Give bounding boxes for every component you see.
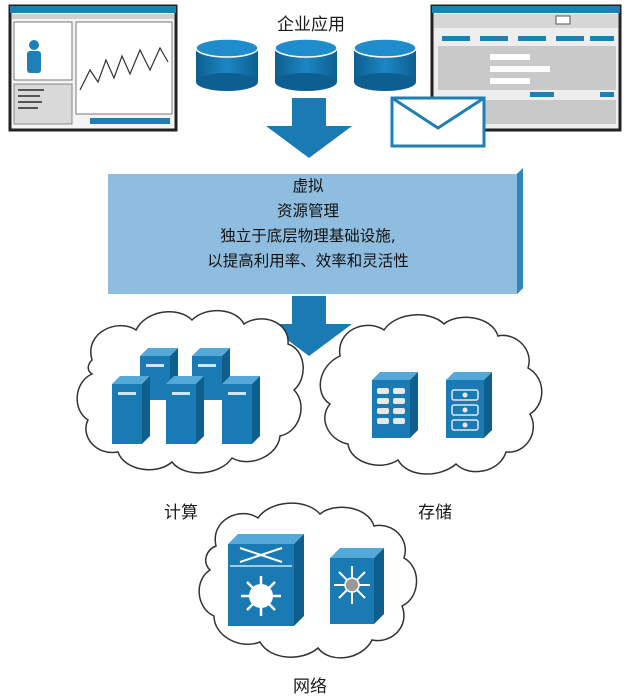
server-tower-icon-front-2	[166, 376, 204, 444]
person-icon	[27, 40, 41, 73]
network-switch-icon	[228, 534, 304, 626]
virtualization-text: 虚拟 资源管理 独立于底层物理基础设施, 以提高利用率、效率和灵活性	[108, 174, 508, 274]
storage-array-icon-2	[446, 372, 492, 438]
virtualization-line-1: 虚拟	[292, 177, 324, 195]
virtualization-line-3: 独立于底层物理基础设施,	[220, 227, 396, 245]
database-cylinder-icon-3	[353, 38, 417, 91]
email-envelope-icon	[390, 96, 486, 148]
network-label: 网络	[293, 677, 327, 697]
enterprise-apps-title: 企业应用	[277, 15, 345, 35]
down-arrow-icon-2	[266, 296, 352, 356]
database-cylinder-icon-1	[195, 38, 259, 91]
virtualization-line-2: 资源管理	[276, 202, 339, 220]
virtualization-panel	[108, 168, 523, 294]
app-window-left	[8, 4, 178, 132]
storage-cloud	[319, 314, 543, 475]
server-tower-icon-front-1	[112, 376, 150, 444]
down-arrow-icon-1	[266, 98, 352, 158]
database-cylinder-icon-2	[274, 38, 338, 91]
virtualization-line-4: 以提高利用率、效率和灵活性	[207, 252, 409, 270]
line-chart-icon	[79, 46, 169, 91]
router-icon	[330, 548, 384, 624]
compute-label: 计算	[164, 503, 198, 523]
storage-array-icon-1	[372, 372, 418, 438]
server-tower-icon-front-3	[222, 376, 260, 444]
storage-label: 存储	[418, 503, 452, 523]
